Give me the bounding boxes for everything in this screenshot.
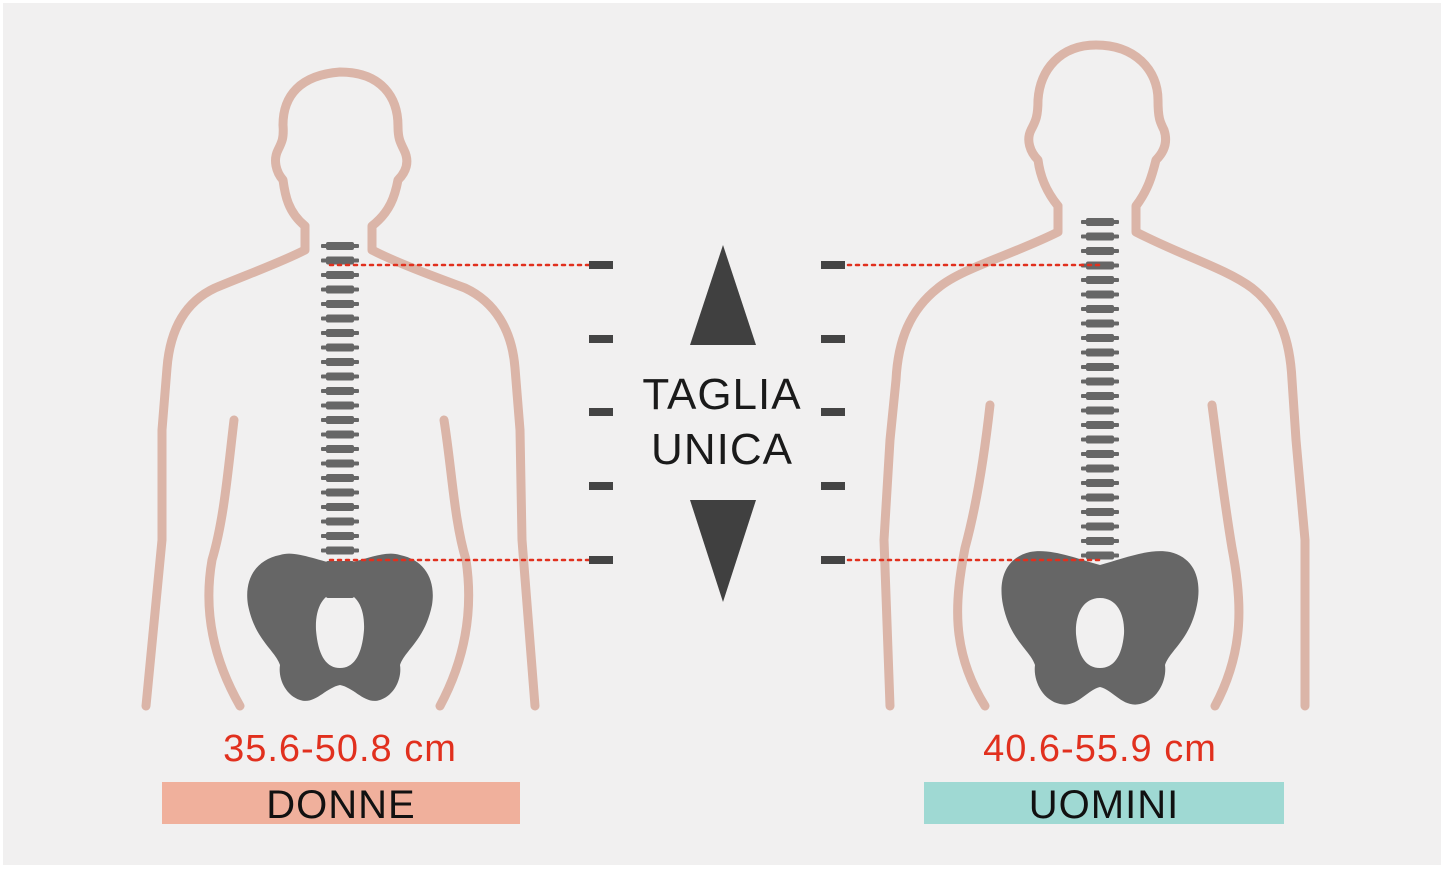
vertebra-icon bbox=[1081, 348, 1119, 357]
size-title-line1: TAGLIA bbox=[642, 370, 802, 419]
vertebra-icon bbox=[1081, 435, 1119, 444]
vertebra-icon bbox=[321, 546, 359, 555]
vertebra-icon bbox=[321, 459, 359, 468]
vertebra-icon bbox=[1081, 363, 1119, 371]
vertebra-icon bbox=[1081, 247, 1119, 255]
arrow-up-icon bbox=[690, 245, 756, 345]
vertebra-icon bbox=[321, 372, 359, 381]
vertebra-icon bbox=[1081, 493, 1119, 502]
vertebra-icon bbox=[321, 256, 359, 265]
vertebra-icon bbox=[321, 285, 359, 294]
spine-icon bbox=[1081, 218, 1119, 589]
vertebra-icon bbox=[321, 358, 359, 366]
vertebra-icon bbox=[1081, 464, 1119, 473]
vertebra-icon bbox=[321, 343, 359, 352]
women-range: 35.6-50.8 cm bbox=[223, 728, 457, 770]
vertebra-icon bbox=[1081, 218, 1119, 226]
vertebra-icon bbox=[321, 300, 359, 308]
vertebra-icon bbox=[1081, 290, 1119, 299]
vertebra-icon bbox=[1081, 508, 1119, 516]
vertebra-icon bbox=[1081, 406, 1119, 415]
vertebra-icon bbox=[1081, 319, 1119, 328]
vertebra-icon bbox=[1081, 479, 1119, 487]
vertebra-icon bbox=[321, 329, 359, 337]
vertebra-icon bbox=[321, 387, 359, 395]
women-label-band: DONNE bbox=[162, 782, 520, 827]
vertebra-icon bbox=[1081, 377, 1119, 386]
pelvis-icon bbox=[247, 553, 433, 701]
vertebra-icon bbox=[321, 416, 359, 424]
vertebra-icon bbox=[1081, 305, 1119, 313]
vertebra-icon bbox=[1081, 334, 1119, 342]
vertebra-icon bbox=[321, 271, 359, 279]
arrow-down-icon bbox=[690, 500, 756, 602]
vertebra-icon bbox=[1081, 551, 1119, 560]
vertebra-icon bbox=[321, 242, 359, 250]
vertebra-icon bbox=[321, 517, 359, 526]
vertebra-icon bbox=[321, 401, 359, 410]
vertebra-icon bbox=[1081, 392, 1119, 400]
vertebra-icon bbox=[1081, 232, 1119, 241]
vertebra-icon bbox=[321, 503, 359, 511]
vertebra-icon bbox=[1081, 522, 1119, 531]
pelvis-icon bbox=[1001, 551, 1199, 705]
men-range: 40.6-55.9 cm bbox=[983, 728, 1217, 770]
vertebra-icon bbox=[321, 430, 359, 439]
background-panel bbox=[3, 3, 1441, 865]
size-title-line2: UNICA bbox=[651, 425, 793, 474]
men-label-band: UOMINI bbox=[924, 782, 1284, 827]
vertebra-icon bbox=[1081, 421, 1119, 429]
measure-lines bbox=[328, 263, 1102, 562]
vertebra-icon bbox=[1081, 276, 1119, 284]
scale-ticks bbox=[589, 261, 845, 564]
vertebra-icon bbox=[321, 474, 359, 482]
male-silhouette-icon bbox=[879, 40, 1310, 711]
vertebra-icon bbox=[1081, 537, 1119, 545]
vertebra-icon bbox=[321, 314, 359, 323]
vertebra-icon bbox=[321, 532, 359, 540]
vertebra-icon bbox=[1081, 450, 1119, 458]
vertebra-icon bbox=[321, 488, 359, 497]
vertebra-icon bbox=[321, 445, 359, 453]
spine-icon bbox=[321, 242, 359, 598]
